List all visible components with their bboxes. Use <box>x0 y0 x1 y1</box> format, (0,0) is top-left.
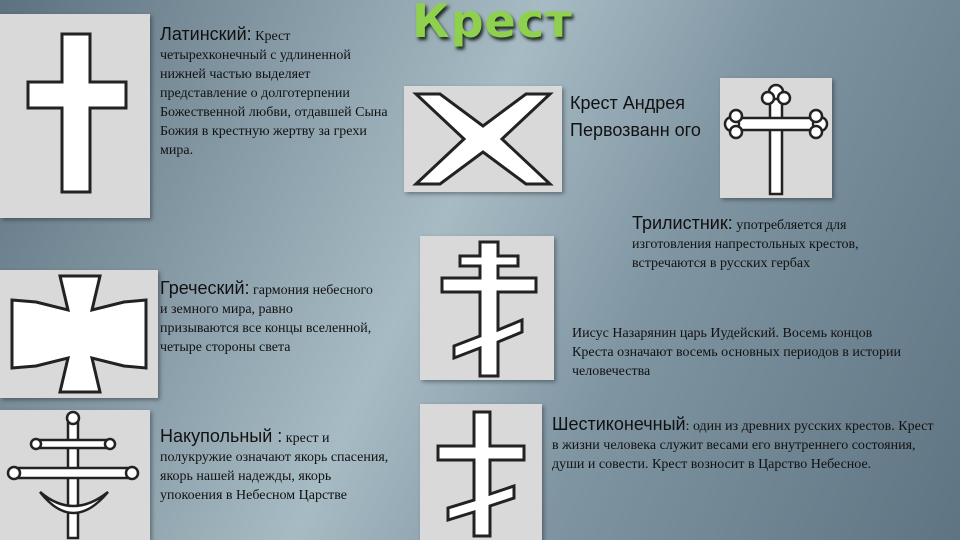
dome-cross-text: Накупольный : крест и полукружие означаю… <box>160 426 392 505</box>
latin-cross-icon <box>26 32 128 194</box>
greek-cross-icon <box>10 274 148 394</box>
latin-cross-image <box>0 14 150 218</box>
orthodox-cross-icon <box>440 240 538 378</box>
trefoil-cross-term: Трилистник: <box>632 213 733 233</box>
dome-cross-icon <box>6 410 140 540</box>
latin-cross-description: Крест четырехконечный с удлиненной нижне… <box>160 29 388 158</box>
six-pointed-cross-description: : один из древних русских крестов. Крест… <box>552 419 934 472</box>
six-pointed-cross-icon <box>436 410 526 538</box>
dome-cross-description: крест и полукружие означают якорь спасен… <box>160 431 389 503</box>
six-pointed-cross-image <box>420 404 542 540</box>
saint-andrew-cross-image <box>404 86 562 192</box>
page-title: Крест <box>412 0 573 48</box>
greek-cross-description: гармония небесного и земного мира, равно… <box>160 283 373 355</box>
latin-cross-term: Латинский: <box>160 24 252 44</box>
orthodox-cross-image <box>420 236 554 380</box>
six-pointed-cross-text: Шестиконечный: один из древних русских к… <box>552 414 942 474</box>
greek-cross-image <box>0 270 158 398</box>
saint-andrew-cross-icon <box>412 92 554 186</box>
latin-cross-text: Латинский: Крест четырехконечный с удлин… <box>160 24 392 160</box>
trefoil-cross-text: Трилистник: употребляется для изготовлен… <box>632 213 924 273</box>
trefoil-cross-icon <box>723 83 829 196</box>
greek-cross-term: Греческий: <box>160 278 250 298</box>
dome-cross-image <box>0 410 150 540</box>
greek-cross-text: Греческий: гармония небесного и земного … <box>160 278 375 357</box>
trefoil-cross-description: употребляется для изготовления напрестол… <box>632 218 859 271</box>
orthodox-cross-description: Иисус Назарянин царь Иудейский. Восемь к… <box>572 326 901 379</box>
trefoil-cross-image <box>720 78 832 198</box>
saint-andrew-cross-label: Крест Андрея Первозванн ого <box>570 93 701 140</box>
orthodox-cross-text: Иисус Назарянин царь Иудейский. Восемь к… <box>572 324 912 381</box>
dome-cross-term: Накупольный : <box>160 426 283 446</box>
six-pointed-cross-term: Шестиконечный <box>552 414 686 434</box>
